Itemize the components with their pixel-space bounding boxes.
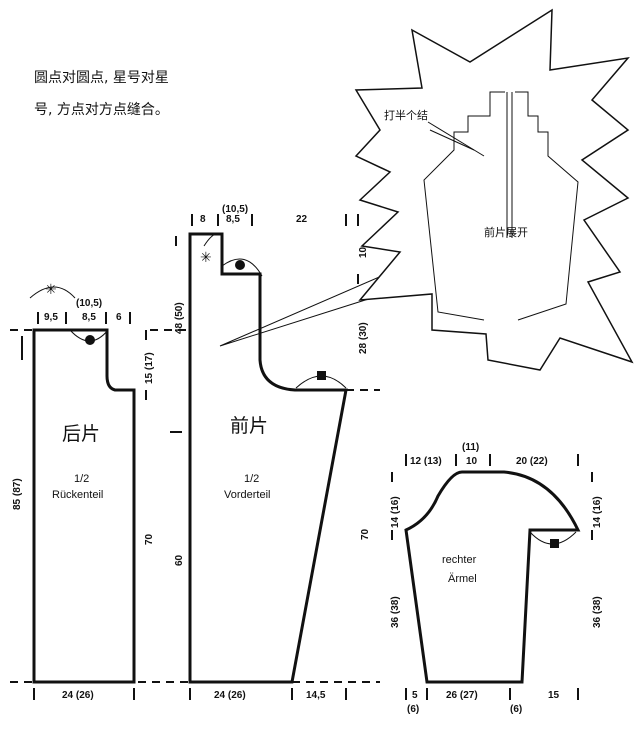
detail-burst: 打半个结 前片展开 (219, 8, 634, 371)
burst-front-open-label: 前片展开 (484, 225, 528, 239)
back-top-dim-2: 8,5 (82, 312, 96, 323)
sleeve-bottom-dim-1: 5 (412, 690, 418, 701)
sleeve-bottom-dim-3-alt: (6) (510, 704, 522, 715)
sleeve-center-dim: 70 (360, 528, 371, 540)
sleeve-name-line-2: Ärmel (448, 573, 477, 585)
square-marker-front (317, 371, 326, 380)
front-circle-arc (221, 258, 263, 277)
back-shoulder-arc (29, 286, 76, 299)
sleeve-bottom-dim-2: 26 (27) (446, 690, 478, 701)
back-right-dim-lower: 70 (144, 533, 155, 545)
front-top-dim-3: 22 (296, 214, 308, 225)
front-right-dim-mid: 28 (30) (358, 322, 369, 354)
circle-marker (85, 335, 95, 345)
knot-pointer-1 (427, 121, 485, 157)
burst-outline (354, 8, 634, 371)
back-bottom-dim: 24 (26) (62, 690, 94, 701)
front-fraction: 1/2 (244, 473, 259, 485)
circle-marker-front (235, 260, 245, 270)
front-bottom-dim-2: 14,5 (306, 690, 326, 701)
sleeve-left-dim-upper: 14 (16) (390, 496, 401, 528)
garment-right-outline (515, 91, 579, 321)
back-title-cn: 后片 (62, 423, 100, 445)
front-top-dim-2: 8,5 (226, 214, 240, 225)
front-star-arc (203, 232, 223, 247)
back-name-de: Rückenteil (52, 489, 103, 501)
sleeve-top-dim-3: 20 (22) (516, 456, 548, 467)
sleeve-name-line-1: rechter (442, 554, 477, 566)
back-top-dim-alt: (10,5) (76, 298, 102, 309)
sleeve-top-dim-1: 12 (13) (410, 456, 442, 467)
back-top-dim-1: 9,5 (44, 312, 58, 323)
front-left-dim-upper: 48 (50) (174, 302, 185, 334)
front-title-cn: 前片 (230, 415, 268, 437)
square-marker-sleeve (550, 539, 559, 548)
sleeve-left-dim-lower: 36 (38) (390, 596, 401, 628)
garment-left-outline (423, 91, 505, 321)
back-piece-outline (32, 328, 136, 684)
instruction-line-1: 圆点对圆点, 星号对星 (34, 70, 169, 86)
sleeve-piece: (11) 12 (13) 10 20 (22) 14 (16) 36 (38) … (360, 442, 603, 715)
front-name-de: Vorderteil (224, 489, 270, 501)
front-top-dim-1: 8 (200, 214, 206, 225)
sleeve-right-dim-lower: 36 (38) (592, 596, 603, 628)
star-marker: ✳ (45, 281, 57, 297)
sleeve-top-dim-alt: (11) (462, 442, 479, 453)
instruction-line-2: 号, 方点对方点缝合。 (34, 102, 169, 118)
back-top-dim-3: 6 (116, 312, 122, 323)
knot-pointer-2 (429, 129, 475, 151)
sleeve-top-dim-2: 10 (466, 456, 478, 467)
back-piece: ✳ (10,5) 9,5 8,5 6 85 (87) 15 (17) 70 后片… (10, 281, 155, 701)
front-right-dim-top: 10 (358, 246, 369, 258)
back-fraction: 1/2 (74, 473, 89, 485)
front-top-dim-alt: (10,5) (222, 204, 248, 215)
star-marker-front: ✳ (200, 249, 212, 265)
sleeve-outline (404, 470, 581, 684)
front-bottom-dim-1: 24 (26) (214, 690, 246, 701)
front-piece: ✳ (10,5) 8 8,5 22 48 (50) 60 10 28 (30) … (138, 204, 380, 701)
sleeve-bottom-dim-3: 15 (548, 690, 560, 701)
front-left-dim-lower: 60 (174, 554, 185, 566)
sleeve-bottom-dim-1-alt: (6) (407, 704, 419, 715)
back-left-dim: 85 (87) (12, 478, 23, 510)
back-right-dim-upper: 15 (17) (144, 352, 155, 384)
burst-knot-label: 打半个结 (384, 108, 428, 122)
sleeve-right-dim-upper: 14 (16) (592, 496, 603, 528)
